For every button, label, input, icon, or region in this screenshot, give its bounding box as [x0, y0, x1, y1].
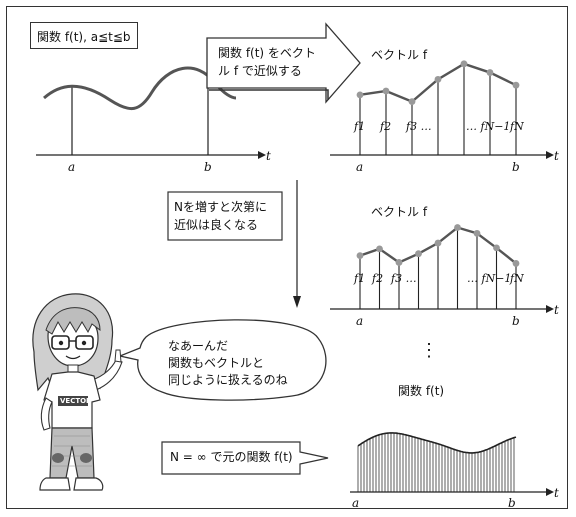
- panel1-axis-t-label: t: [266, 149, 271, 163]
- panel2-label-b: b: [512, 160, 520, 174]
- left-shoe: [39, 477, 71, 491]
- panel4-axis-arrowhead: [546, 488, 554, 496]
- panel2-point: [460, 60, 468, 68]
- arrow-note-text: 関数 f(t) をベクト ル f で近似する: [218, 46, 316, 78]
- infinity-note-text: N = ∞ で元の関数 f(t): [170, 450, 293, 464]
- shirt-logo-band: [58, 396, 88, 406]
- panel3-axis-arrowhead: [546, 305, 554, 313]
- panel3-point: [512, 260, 520, 267]
- panel4-label-b: b: [508, 496, 516, 510]
- panel2-point: [356, 91, 364, 99]
- lowered-arm: [40, 397, 53, 431]
- panel3-label-b: b: [512, 314, 520, 328]
- panel3-label-a: a: [356, 314, 364, 328]
- panel4-axis-t-label: t: [554, 486, 559, 500]
- speech-bubble-outline: [117, 319, 327, 401]
- panel2-label-a: a: [356, 160, 364, 174]
- infinity-note: [161, 441, 329, 475]
- panel4-title: 関数 f(t): [398, 384, 445, 398]
- panel1-axis-arrowhead: [258, 151, 266, 159]
- panel2-point: [408, 98, 416, 106]
- shirt-logo-text: VECTOR: [60, 397, 92, 405]
- girl-character-illustration: [32, 293, 123, 491]
- raised-arm: [91, 359, 123, 391]
- panel2-axis-arrowhead: [546, 151, 554, 159]
- panel3-point: [415, 250, 422, 258]
- panel3-point: [434, 239, 442, 247]
- right-arrow-shadow: [209, 89, 329, 100]
- knee-patch-right: [80, 453, 92, 463]
- panel4-function-curve: [357, 432, 517, 454]
- panel3-label-fN-1: … fN−1: [467, 272, 512, 285]
- panel1-label-box: 関数 f(t), a≦t≦b: [30, 22, 138, 50]
- panel3-point: [493, 244, 500, 252]
- panel2-point: [486, 69, 494, 76]
- panel2-title: ベクトル f: [371, 48, 428, 62]
- down-arrow: [293, 180, 301, 308]
- panel3-point: [454, 224, 461, 231]
- panel3-axis-t-label: t: [554, 303, 559, 317]
- panel2-label-f3: f3 …: [406, 120, 432, 133]
- panel2-axis-t-label: t: [554, 149, 559, 163]
- panel3-point: [356, 252, 364, 260]
- panel2-point: [512, 81, 520, 89]
- panel2-label-f2: f2: [380, 120, 392, 133]
- bangs: [45, 307, 101, 335]
- pants: [49, 427, 95, 479]
- panel3-label-f3: f3 …: [391, 272, 417, 285]
- right-eye: [81, 340, 87, 346]
- right-arrow-shape: [206, 22, 361, 104]
- panel2-label-fN: fN: [510, 120, 524, 133]
- panel3-point: [395, 259, 403, 266]
- panel4-graph: [350, 432, 554, 496]
- left-eye: [58, 340, 64, 346]
- panel2-point: [382, 87, 390, 95]
- speech-bubble: [117, 319, 327, 401]
- panel3-point: [376, 245, 383, 253]
- knee-patch-left: [52, 453, 64, 463]
- panel3-point: [473, 229, 481, 237]
- figure-border: [6, 6, 568, 509]
- infinity-note-box: [161, 441, 329, 475]
- panel3-graph: [330, 224, 554, 313]
- right-arrow-outline: [206, 22, 361, 104]
- panel2-point: [434, 75, 442, 83]
- side-note-box: [167, 191, 283, 241]
- panel1-label-b: b: [204, 160, 212, 174]
- panel3-title: ベクトル f: [371, 205, 428, 219]
- panel2-label-fN-1: … fN−1: [466, 120, 511, 133]
- side-note-text: Nを増すと次第に 近似は良くなる: [174, 200, 267, 232]
- panel3-label-fN: fN: [510, 272, 524, 285]
- mouth: [65, 355, 81, 360]
- speech-bubble-text: なあーんだ 関数もベクトルと 同じように扱えるのね: [168, 339, 288, 387]
- panel3-label-f2: f2: [372, 272, 384, 285]
- right-shoe: [73, 477, 104, 491]
- panel4-label-a: a: [352, 496, 360, 510]
- panel3-label-f1: f1: [354, 272, 366, 285]
- panel1-box-label: 関数 f(t), a≦t≦b: [37, 30, 131, 44]
- panel2-label-f1: f1: [354, 120, 366, 133]
- panel1-label-a: a: [68, 160, 76, 174]
- continuation-dots: ⋮: [420, 340, 438, 361]
- panel2-graph: [330, 60, 554, 159]
- down-arrow-head: [293, 296, 301, 308]
- pointing-finger: [114, 349, 122, 363]
